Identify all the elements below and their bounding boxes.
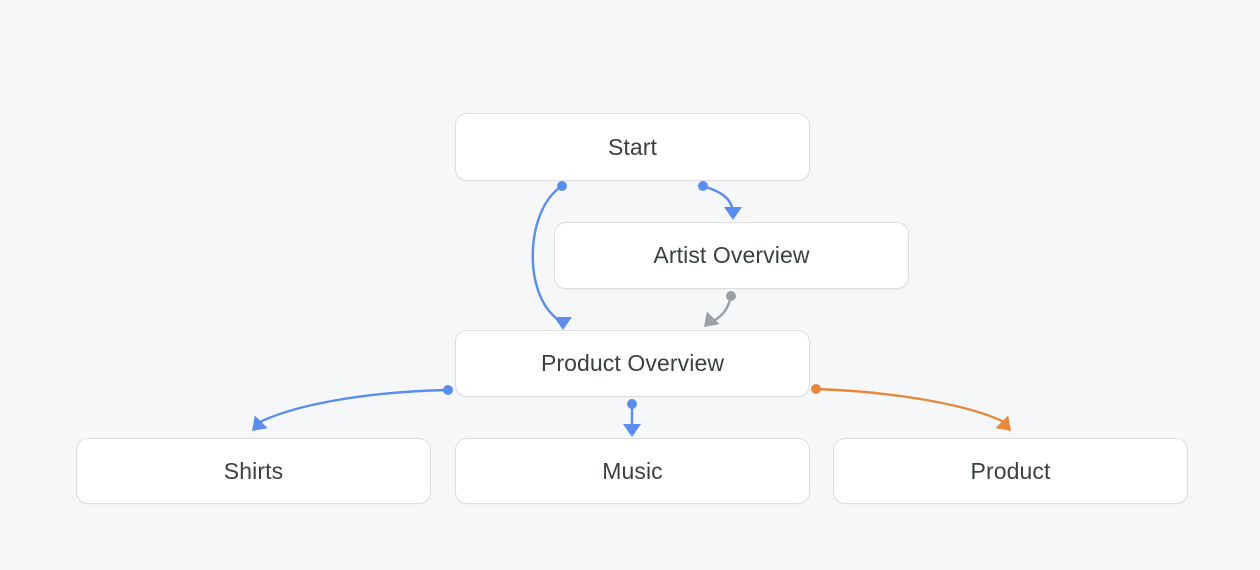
edge-product-overview-to-product [811, 384, 1011, 431]
node-start[interactable]: Start [455, 113, 810, 181]
node-start-label: Start [607, 133, 658, 160]
node-music[interactable]: Music [455, 438, 810, 504]
edge-arrowhead-icon [554, 317, 572, 330]
node-product-label: Product [970, 457, 1051, 484]
edge-start-to-artist-overview [698, 181, 742, 220]
edge-line [701, 184, 735, 212]
edge-artist-overview-to-product-overview [704, 291, 736, 327]
edge-source-dot [811, 384, 821, 394]
node-artist-overview[interactable]: Artist Overview [554, 222, 909, 289]
node-music-label: Music [602, 457, 663, 484]
edge-arrowhead-icon [704, 311, 720, 327]
edge-product-overview-to-shirts [252, 385, 453, 431]
edge-line [254, 388, 450, 426]
edge-arrowhead-icon [252, 415, 268, 431]
edge-arrowhead-icon [995, 415, 1011, 431]
edge-source-dot [557, 181, 567, 191]
edge-source-dot [443, 385, 453, 395]
edge-source-dot [698, 181, 708, 191]
edge-line [710, 294, 733, 324]
edge-arrowhead-icon [724, 207, 742, 220]
edge-product-overview-to-music [623, 399, 641, 437]
edge-source-dot [726, 291, 736, 301]
node-shirts-label: Shirts [223, 457, 284, 484]
edge-arrowhead-icon [623, 424, 641, 437]
node-product-overview[interactable]: Product Overview [455, 330, 810, 397]
node-product-overview-label: Product Overview [540, 350, 725, 376]
edge-source-dot [627, 399, 637, 409]
node-shirts[interactable]: Shirts [76, 438, 431, 504]
node-artist-overview-label: Artist Overview [653, 242, 810, 268]
node-product[interactable]: Product [833, 438, 1188, 504]
edge-line [814, 387, 1010, 426]
